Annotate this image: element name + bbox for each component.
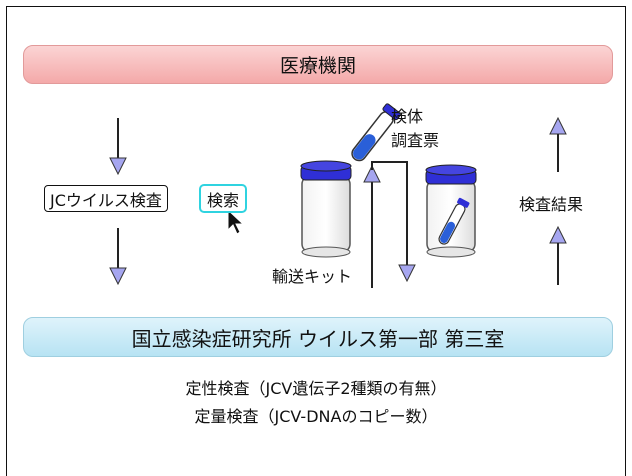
cursor-icon bbox=[227, 208, 245, 235]
down-arrow-icon bbox=[109, 228, 127, 286]
down-arrow-icon bbox=[109, 118, 127, 176]
specimen-tube-icon bbox=[351, 103, 401, 162]
test-types: 定性検査（JCV遺伝子2種類の有無） 定量検査（JCV-DNAのコピー数） bbox=[0, 375, 632, 431]
search-button[interactable]: 検索 bbox=[199, 184, 248, 213]
jc-virus-test-label: JCウイルス検査 bbox=[50, 190, 162, 210]
specimen-label: 検体 bbox=[391, 107, 424, 126]
qualitative-test-label: 定性検査（JCV遺伝子2種類の有無） bbox=[185, 379, 447, 398]
search-label: 検索 bbox=[207, 190, 240, 210]
institute-label: 国立感染症研究所 ウイルス第一部 第三室 bbox=[131, 326, 505, 351]
questionnaire-label: 調査票 bbox=[391, 131, 440, 150]
transport-kit-label: 輸送キット bbox=[272, 267, 353, 286]
quantitative-test-label: 定量検査（JCV-DNAのコピー数） bbox=[194, 407, 438, 426]
transport-jar-icon bbox=[300, 160, 352, 258]
jc-virus-test-box: JCウイルス検査 bbox=[44, 185, 168, 212]
up-arrow-icon bbox=[549, 225, 567, 285]
hospital-banner: 医療機関 bbox=[23, 45, 613, 84]
test-result-label: 検査結果 bbox=[519, 195, 584, 214]
loop-arrow-icon bbox=[363, 161, 416, 288]
jar-with-specimen-icon bbox=[425, 164, 477, 258]
diagram-frame bbox=[6, 6, 626, 476]
up-arrow-icon bbox=[549, 116, 567, 172]
institute-banner: 国立感染症研究所 ウイルス第一部 第三室 bbox=[23, 317, 613, 357]
hospital-label: 医療機関 bbox=[279, 55, 356, 77]
